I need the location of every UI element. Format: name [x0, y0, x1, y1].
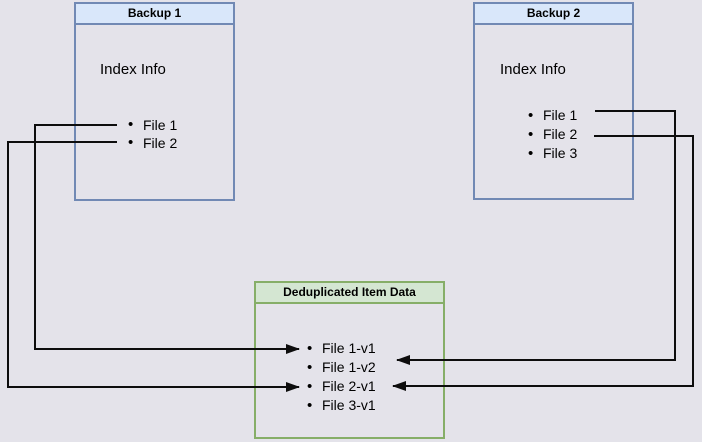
list-item: File 1-v1 — [307, 339, 376, 358]
backup1-box: Backup 1 — [74, 2, 235, 201]
dedup-file-list: File 1-v1 File 1-v2 File 2-v1 File 3-v1 — [307, 339, 376, 415]
backup1-file-list: File 1 File 2 — [128, 116, 177, 152]
backup2-index-info-label: Index Info — [500, 61, 566, 78]
backup1-index-info-label: Index Info — [100, 61, 166, 78]
list-item: File 3 — [528, 144, 577, 163]
dedup-title: Deduplicated Item Data — [256, 283, 443, 304]
list-item: File 2-v1 — [307, 377, 376, 396]
backup2-file-list: File 1 File 2 File 3 — [528, 106, 577, 163]
backup1-title: Backup 1 — [76, 4, 233, 25]
list-item: File 3-v1 — [307, 396, 376, 415]
backup2-title: Backup 2 — [475, 4, 632, 25]
list-item: File 1 — [128, 116, 177, 134]
list-item: File 1 — [528, 106, 577, 125]
list-item: File 2 — [528, 125, 577, 144]
list-item: File 1-v2 — [307, 358, 376, 377]
list-item: File 2 — [128, 134, 177, 152]
backup2-box: Backup 2 — [473, 2, 634, 200]
